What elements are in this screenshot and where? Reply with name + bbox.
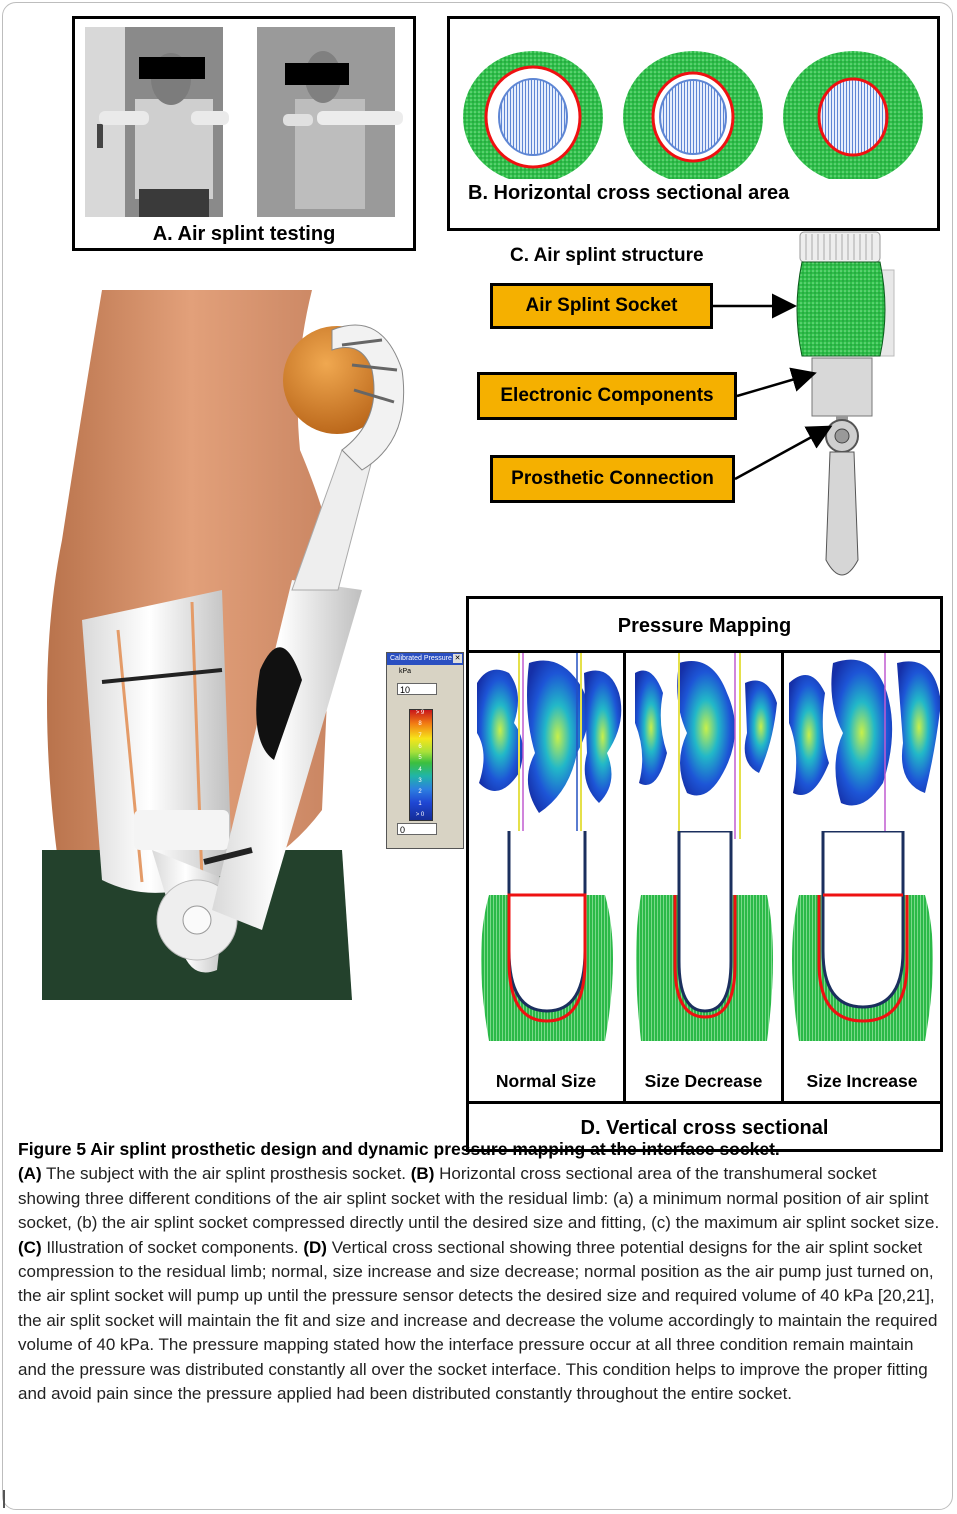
panel-d: Pressure Mapping bbox=[466, 596, 943, 1152]
column-label-decrease: Size Decrease bbox=[626, 1071, 781, 1092]
unit-label: kPa bbox=[399, 668, 411, 675]
max-value-input[interactable]: 10 bbox=[397, 683, 437, 695]
min-value-input[interactable]: 0 bbox=[397, 823, 437, 835]
caption-tag-d: (D) bbox=[303, 1238, 327, 1257]
vertical-section-normal bbox=[481, 831, 613, 1041]
vertical-cross-sections bbox=[469, 831, 940, 1071]
caption-tag-c: (C) bbox=[18, 1238, 42, 1257]
pressure-mapping-header: Pressure Mapping bbox=[469, 599, 940, 653]
caption-tag-b: (B) bbox=[411, 1164, 435, 1183]
prosthetic-arm-illustration bbox=[42, 290, 422, 1000]
pressure-map-increase bbox=[789, 653, 940, 839]
caption-text-d: Vertical cross sectional showing three p… bbox=[18, 1238, 937, 1403]
caption-tag-a: (A) bbox=[18, 1164, 42, 1183]
caption-title: Figure 5 Air splint prosthetic design an… bbox=[18, 1139, 780, 1159]
vertical-section-increase bbox=[792, 831, 933, 1041]
pressure-map-normal bbox=[477, 653, 621, 839]
vertical-section-decrease bbox=[636, 831, 773, 1041]
page-edge-mark bbox=[3, 1490, 5, 1508]
dialog-title: Calibrated Pressure bbox=[390, 655, 452, 662]
column-label-normal: Normal Size bbox=[469, 1071, 623, 1092]
column-label-increase: Size Increase bbox=[784, 1071, 940, 1092]
caption-text-c: Illustration of socket components. bbox=[42, 1238, 304, 1257]
caption-text-a: The subject with the air splint prosthes… bbox=[42, 1164, 411, 1183]
pressure-map-decrease bbox=[635, 653, 777, 839]
close-icon[interactable]: ✕ bbox=[453, 654, 462, 663]
figure-caption: Figure 5 Air splint prosthetic design an… bbox=[18, 1137, 943, 1406]
pressure-maps bbox=[469, 653, 940, 839]
